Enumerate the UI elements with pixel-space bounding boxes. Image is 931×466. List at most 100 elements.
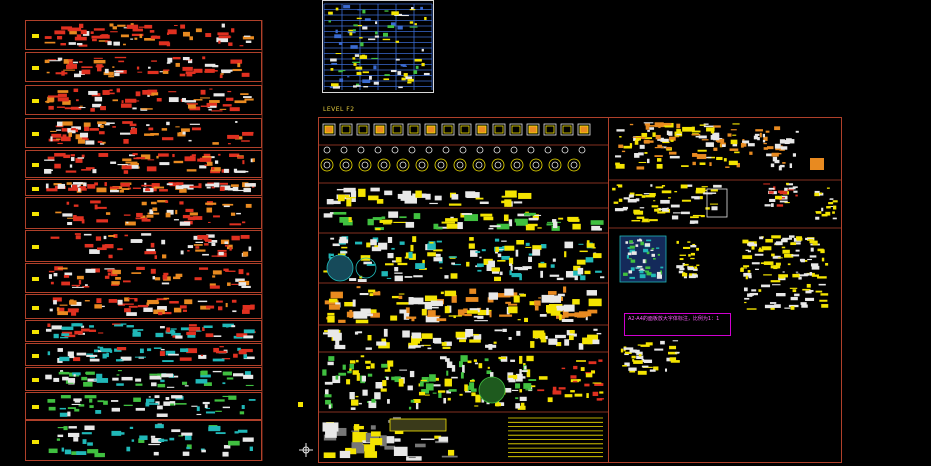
highlighted-note-text: A2-A4的面板放大字体标注，比例为1：1 (628, 316, 720, 322)
legend-text (641, 195, 646, 198)
legend-symbol (208, 240, 218, 243)
legend-row[interactable] (25, 320, 262, 342)
legend-symbol (174, 403, 187, 405)
legend-symbol (60, 395, 71, 399)
legend-symbol (74, 36, 87, 41)
legend-row[interactable] (25, 367, 262, 391)
legend-symbol (147, 70, 159, 75)
legend-row[interactable] (25, 230, 262, 262)
tree-block (521, 370, 528, 372)
legend-symbol (187, 216, 195, 221)
legend-symbol (136, 157, 146, 160)
legend-text (651, 205, 659, 208)
legend-symbol (220, 73, 224, 75)
legend-symbol (180, 250, 184, 255)
color-table-cell (635, 244, 639, 247)
legend-symbol (248, 246, 252, 251)
legend-text (634, 210, 644, 215)
legend-row[interactable] (25, 294, 262, 319)
toilet-block (355, 319, 369, 324)
schedule-sheet-frame[interactable] (322, 0, 434, 93)
highlighted-note-box[interactable] (624, 313, 731, 336)
legend-symbol (229, 223, 242, 226)
appliance-block (499, 271, 503, 276)
legend-text (829, 198, 834, 200)
appliance-block (595, 270, 602, 273)
legend-symbol (208, 108, 212, 111)
legend-symbol (95, 410, 102, 414)
legend-symbol (80, 325, 85, 328)
schedule-cell (398, 86, 403, 89)
legend-symbol (188, 139, 192, 142)
legend-symbol (44, 168, 52, 174)
color-table-cell (629, 240, 633, 243)
schedule-cell (343, 5, 351, 9)
legend-row[interactable] (25, 263, 262, 293)
kitchen-block (334, 344, 346, 350)
legend-symbol (213, 347, 219, 353)
note-text (740, 142, 744, 148)
appliance-block (436, 240, 442, 243)
legend-symbol (235, 278, 245, 282)
color-table-cell (646, 272, 652, 276)
note-text (771, 152, 779, 157)
legend-symbol (186, 71, 193, 77)
legend-symbol (50, 236, 60, 239)
legend-row[interactable] (25, 392, 262, 420)
note-text (747, 270, 751, 273)
note-text (634, 153, 640, 158)
legend-row[interactable] (25, 20, 262, 50)
note-text (744, 301, 747, 304)
legend-row[interactable] (25, 343, 262, 366)
legend-row[interactable] (25, 118, 262, 148)
legend-symbol (115, 276, 121, 280)
sofa-block (397, 193, 405, 199)
sofa-block (337, 194, 345, 202)
legend-row[interactable] (25, 150, 262, 178)
legend-symbol (123, 139, 129, 144)
schedule-cell (332, 85, 340, 89)
legend-symbol (84, 126, 90, 132)
note-text (728, 160, 738, 166)
note-text (754, 253, 764, 256)
note-text (641, 358, 645, 363)
toilet-block (563, 286, 567, 293)
toilet-block (418, 302, 431, 305)
note-text (753, 135, 758, 140)
legend-symbol (64, 272, 73, 276)
ucs-crosshair-icon[interactable] (299, 443, 313, 457)
tree-block (415, 402, 419, 410)
legend-symbol (243, 356, 255, 360)
yellow-marker-icon (32, 66, 39, 70)
appliance-block (519, 273, 522, 281)
legend-row[interactable] (25, 197, 262, 229)
notes-right-frame[interactable] (608, 117, 842, 463)
kitchen-block (555, 334, 566, 339)
legend-symbol (171, 329, 175, 334)
appliance-block (394, 272, 403, 274)
toilet-block (411, 317, 415, 322)
appliance-block (497, 259, 506, 262)
legend-symbol (70, 157, 75, 162)
bed-block (464, 214, 479, 222)
legend-symbol (206, 102, 218, 108)
bed-block (372, 217, 382, 221)
legend-symbol (141, 108, 153, 110)
legend-symbol (132, 107, 137, 110)
legend-symbol (163, 297, 170, 300)
tree-block (437, 390, 446, 393)
round-table-icon (320, 158, 334, 172)
tree-block (421, 389, 429, 394)
plant-icon (355, 257, 377, 279)
legend-symbol (186, 446, 190, 450)
legend-row[interactable] (25, 420, 262, 461)
legend-symbol (148, 443, 160, 446)
legend-symbol (116, 88, 121, 93)
legend-row[interactable] (25, 52, 262, 82)
appliance-block (330, 237, 335, 240)
legend-row[interactable] (25, 179, 262, 196)
pattern-block (325, 430, 337, 438)
legend-row[interactable] (25, 85, 262, 115)
note-text (789, 163, 793, 169)
